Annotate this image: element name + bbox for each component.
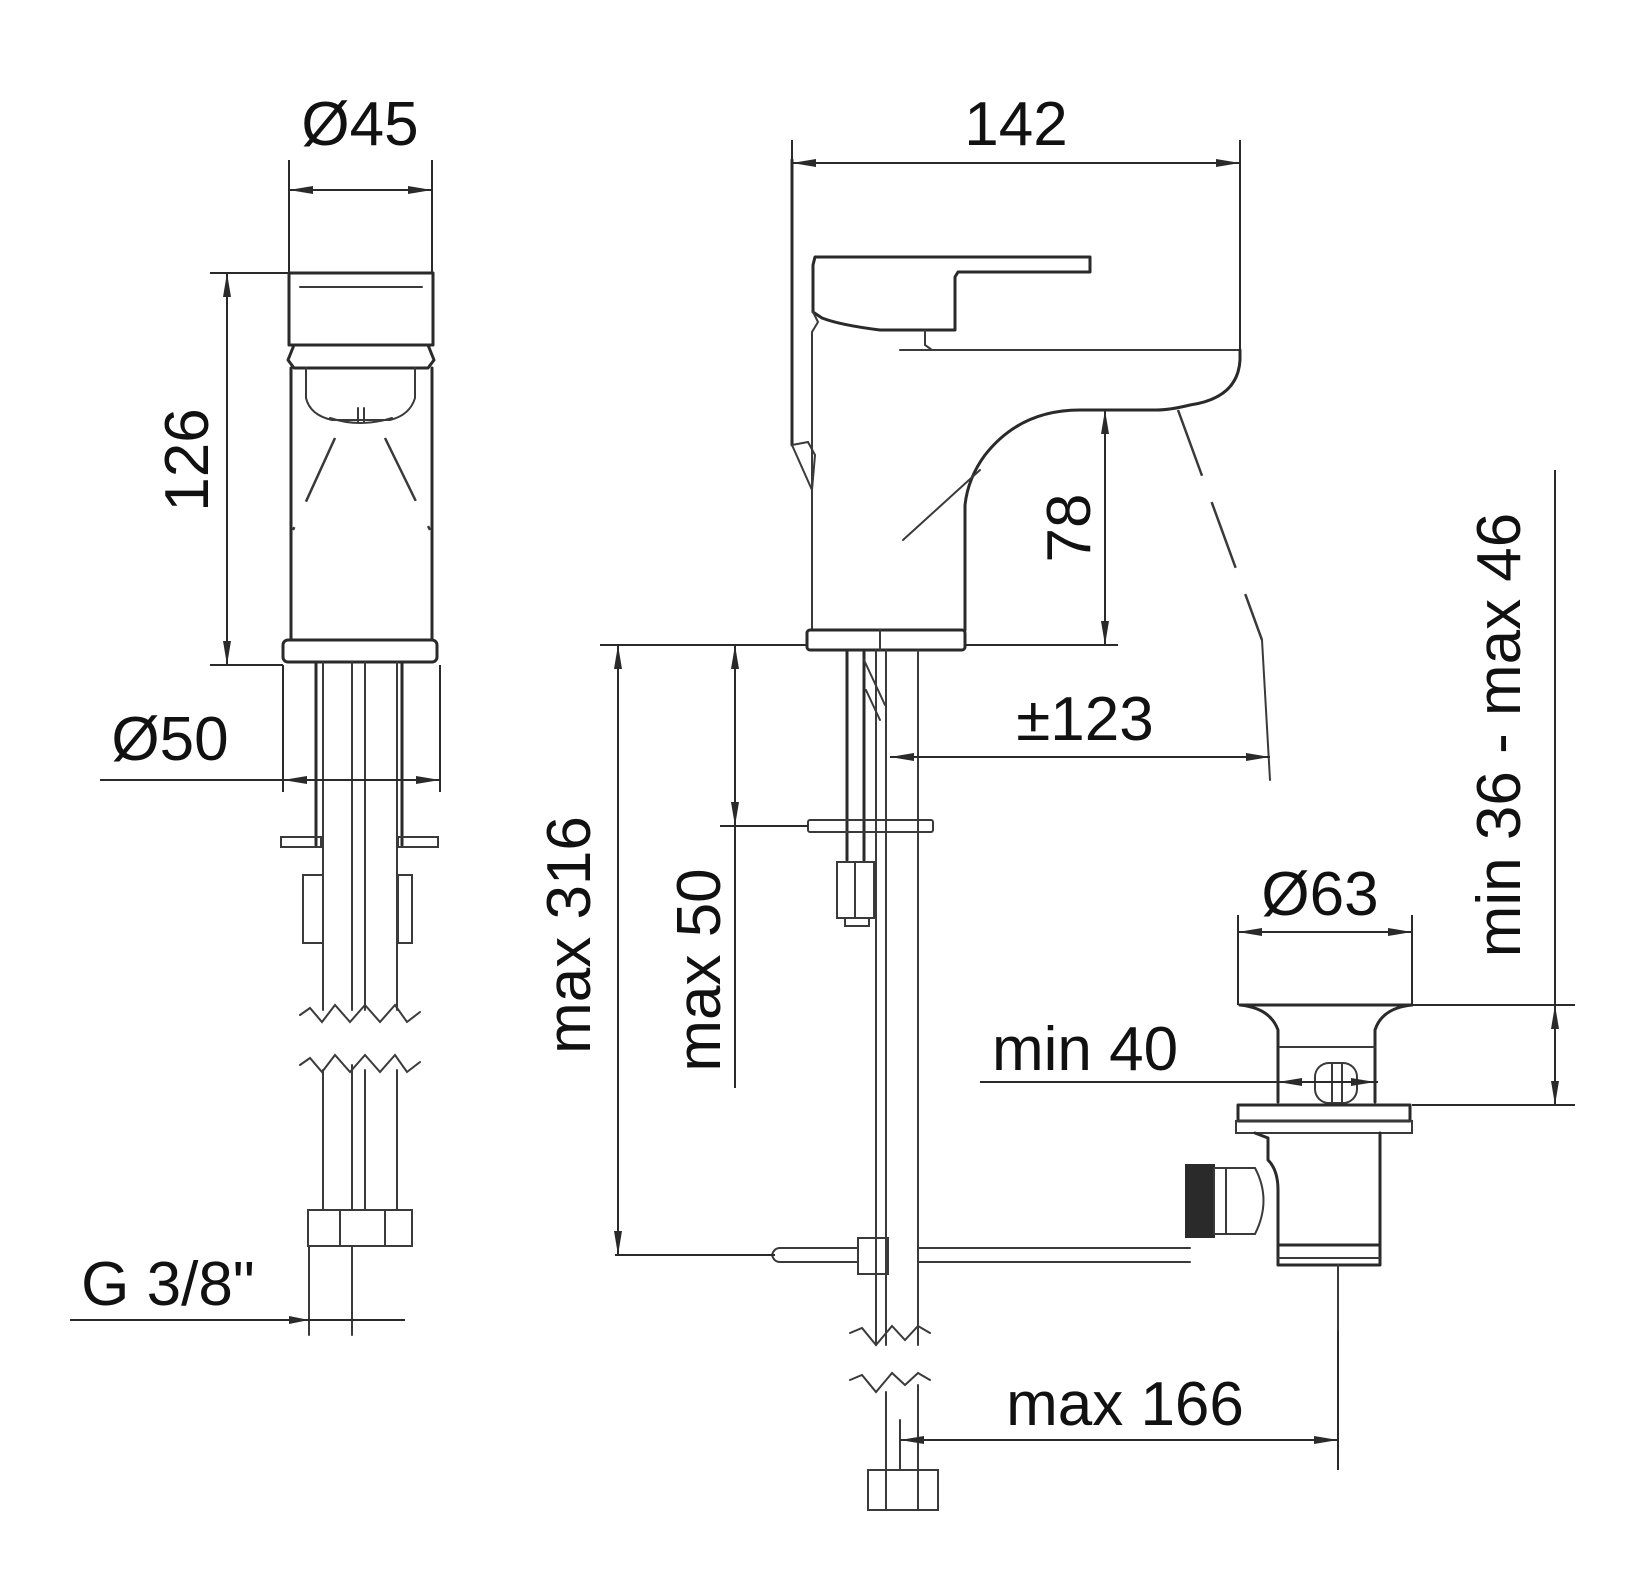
spout: [963, 348, 1242, 632]
dim-height: 126: [153, 408, 222, 511]
dim-waste-diameter: Ø63: [1261, 860, 1378, 929]
dim-waste-hole-min: min 40: [992, 1015, 1178, 1084]
dim-max-deck-thickness: max 50: [665, 868, 734, 1071]
dim-waste-thickness: min 36 - max 46: [1465, 513, 1534, 958]
pop-up-waste: Ø63 min 40 min 36 - max 46: [980, 470, 1575, 1331]
profile-view: 142 78 ±123 max 316 max 50 max 166: [535, 90, 1339, 1511]
dim-max-hose-length: max 316: [535, 816, 604, 1054]
dim-hose-connection: G 3/8": [81, 1250, 255, 1319]
dim-body-diameter: Ø45: [301, 90, 418, 159]
lever-cap: [287, 271, 435, 347]
dim-lever-swing: ±123: [1016, 685, 1153, 754]
dim-rod-max-distance: max 166: [1006, 1370, 1244, 1439]
lever-handle: [811, 255, 1092, 332]
dim-total-length: 142: [964, 90, 1067, 159]
dim-base-diameter: Ø50: [111, 705, 228, 774]
dim-spout-height: 78: [1035, 494, 1104, 563]
side-view: Ø45 126 Ø50 G 3/8": [70, 90, 441, 1336]
